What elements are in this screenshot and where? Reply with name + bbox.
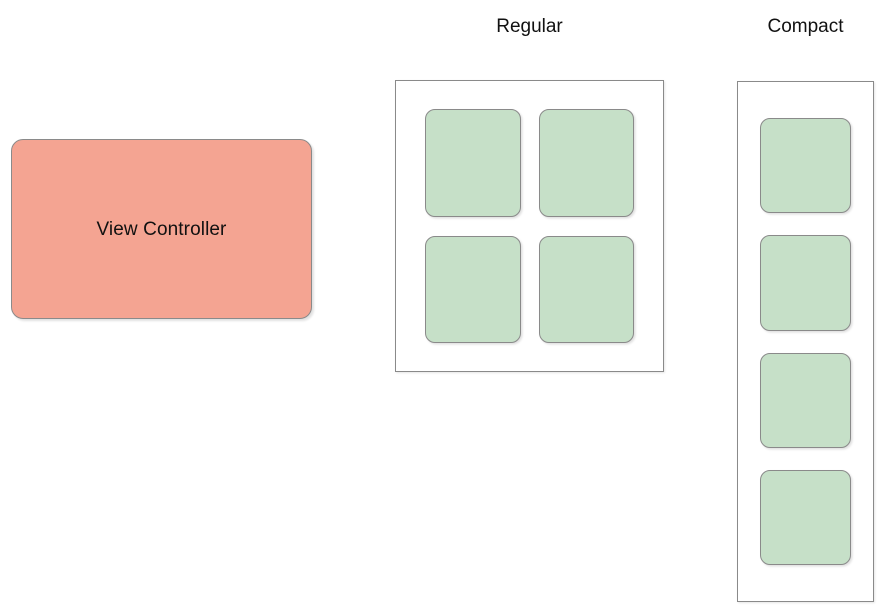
regular-tile[interactable] bbox=[538, 235, 634, 343]
compact-container[interactable] bbox=[737, 81, 874, 602]
compact-tile[interactable] bbox=[760, 352, 851, 448]
compact-tile[interactable] bbox=[760, 469, 851, 565]
regular-tile-grid bbox=[425, 109, 634, 343]
compact-tile-stack bbox=[760, 118, 851, 565]
view-controller-node[interactable]: View Controller bbox=[11, 139, 312, 319]
view-controller-label: View Controller bbox=[96, 218, 227, 240]
column-title-regular: Regular bbox=[496, 16, 563, 37]
compact-tile[interactable] bbox=[760, 118, 851, 214]
regular-tile[interactable] bbox=[425, 235, 521, 343]
compact-tile[interactable] bbox=[760, 235, 851, 331]
column-title-compact: Compact bbox=[767, 16, 844, 37]
regular-container[interactable] bbox=[395, 80, 664, 372]
regular-tile[interactable] bbox=[425, 109, 521, 217]
regular-tile[interactable] bbox=[538, 109, 634, 217]
